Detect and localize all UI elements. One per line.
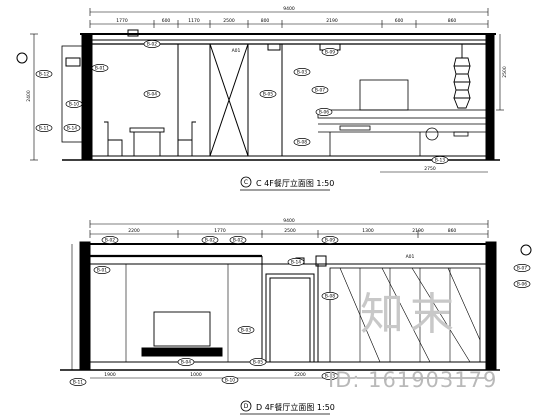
svg-text:B-11: B-11 [73,380,83,386]
elev-c-marker: B-03 [293,68,311,76]
elev-d-marker: B-02 [201,236,219,244]
elev-c-marker: B-04 [143,90,161,98]
dim-segment-c: 600 [162,18,171,24]
markers-elevation-c: B-02B-01B-04 B-05 B-03 B-09B-07B-06B-08 B-10… [35,40,449,164]
dim-segment-d: 1770 [214,228,226,234]
elev-d-marker: B-07 [513,264,531,272]
dim-segment-c: 860 [448,18,457,24]
elev-d-marker: B-08 [321,292,339,300]
svg-text:B-12: B-12 [39,72,49,78]
svg-text:B-07: B-07 [315,88,325,94]
dim-segment-d: 2500 [284,228,296,234]
dim-segment-d: 2200 [128,228,140,234]
dim-left-c: 2400 [26,90,32,102]
elev-d-marker: B-01 [93,266,111,274]
elev-c-marker: B-09 [321,48,339,56]
elevation-d-title: D 4F餐厅立面图 1:50 [256,402,335,412]
elev-c-marker: B-10 [65,100,83,108]
svg-text:B-01: B-01 [95,66,105,72]
elev-d-marker: B-03 [237,326,255,334]
dim-overall-d: 9400 [283,218,295,224]
watermark-id: ID: 161903179 [328,368,498,392]
elev-d-marker: B-10 [221,376,239,384]
svg-text:B-10: B-10 [69,102,79,108]
svg-text:B-03: B-03 [297,70,307,76]
elev-c-marker: B-01 [91,64,109,72]
dim-segment-c: 2190 [326,18,338,24]
markers-elevation-d: B-02 B-02 B-02 B-09B-01 B-14B-07B-06B-08B-03… [69,236,531,386]
dim-segment-c: 2500 [223,18,235,24]
dim-segment-c: 800 [261,18,270,24]
svg-text:B-02: B-02 [105,238,115,244]
elev-d-marker: B-09 [321,236,339,244]
title-c-group: C C 4F餐厅立面图 1:50 [240,176,334,191]
svg-text:B-02: B-02 [147,42,157,48]
elev-d-marker: B-06 [513,280,531,288]
dim-segment-d: 1300 [362,228,374,234]
svg-text:B-08: B-08 [297,140,307,146]
dim-bottom-d: 1000 [190,372,202,378]
axis-c-label: C [244,179,248,186]
svg-text:B-08: B-08 [325,294,335,300]
svg-text:B-10: B-10 [225,378,235,384]
svg-text:B-14: B-14 [291,260,301,266]
svg-text:B-09: B-09 [325,238,335,244]
elev-c-marker: B-02 [143,40,161,48]
elev-d-marker: B-02 [229,236,247,244]
svg-text:B-02: B-02 [233,238,243,244]
dim-segment-d: 860 [448,228,457,234]
title-d-group: D D 4F餐厅立面图 1:50 [240,400,335,415]
dim-overall-c: 9400 [283,6,295,12]
label-a01-d: A01 [406,254,415,260]
svg-text:B-11: B-11 [39,126,49,132]
elev-c-marker: B-14 [63,124,81,132]
elev-d-marker: B-11 [69,378,87,386]
svg-text:B-06: B-06 [517,282,527,288]
svg-text:B-14: B-14 [67,126,77,132]
svg-text:B-09: B-09 [325,50,335,56]
svg-text:B-04: B-04 [147,92,157,98]
elevation-c-title: C 4F餐厅立面图 1:50 [256,178,334,188]
svg-text:B-06: B-06 [319,110,329,116]
elev-c-marker: B-08 [293,138,311,146]
svg-text:B-13: B-13 [325,374,335,380]
elev-d-marker: B-13 [321,372,339,380]
svg-text:B-02: B-02 [205,238,215,244]
elev-c-marker: B-12 [35,70,53,78]
label-a01-c: A01 [232,48,241,54]
elev-c-marker: B-07 [311,86,329,94]
dim-segment-d: 2190 [412,228,424,234]
elev-c-marker: B-11 [35,124,53,132]
svg-text:B-05: B-05 [253,360,263,366]
svg-text:B-13: B-13 [435,158,445,164]
svg-text:B-01: B-01 [97,268,107,274]
elev-c-marker: B-05 [259,90,277,98]
axis-d-label: D [244,403,249,410]
svg-text:B-04: B-04 [181,360,191,366]
svg-text:B-07: B-07 [517,266,527,272]
elev-d-marker: B-14 [287,258,305,266]
dim-bottom-d: 2200 [294,372,306,378]
dim-segment-c: 1170 [188,18,200,24]
elevation-c [16,8,504,173]
dim-segment-c: 600 [395,18,404,24]
svg-text:B-05: B-05 [263,92,273,98]
elev-d-marker: B-04 [177,358,195,366]
elevation-d [60,220,532,379]
watermark-logo: 知末 [360,289,460,340]
elev-c-marker: B-13 [431,156,449,164]
dim-right-c: 2500 [502,66,508,78]
elev-c-marker: B-06 [315,108,333,116]
dim-bottom-d: 1900 [104,372,116,378]
elev-d-marker: B-05 [249,358,267,366]
svg-text:B-03: B-03 [241,328,251,334]
dim-bottom-c: 2750 [424,166,436,172]
elev-d-marker: B-02 [101,236,119,244]
dim-segment-c: 1770 [116,18,128,24]
